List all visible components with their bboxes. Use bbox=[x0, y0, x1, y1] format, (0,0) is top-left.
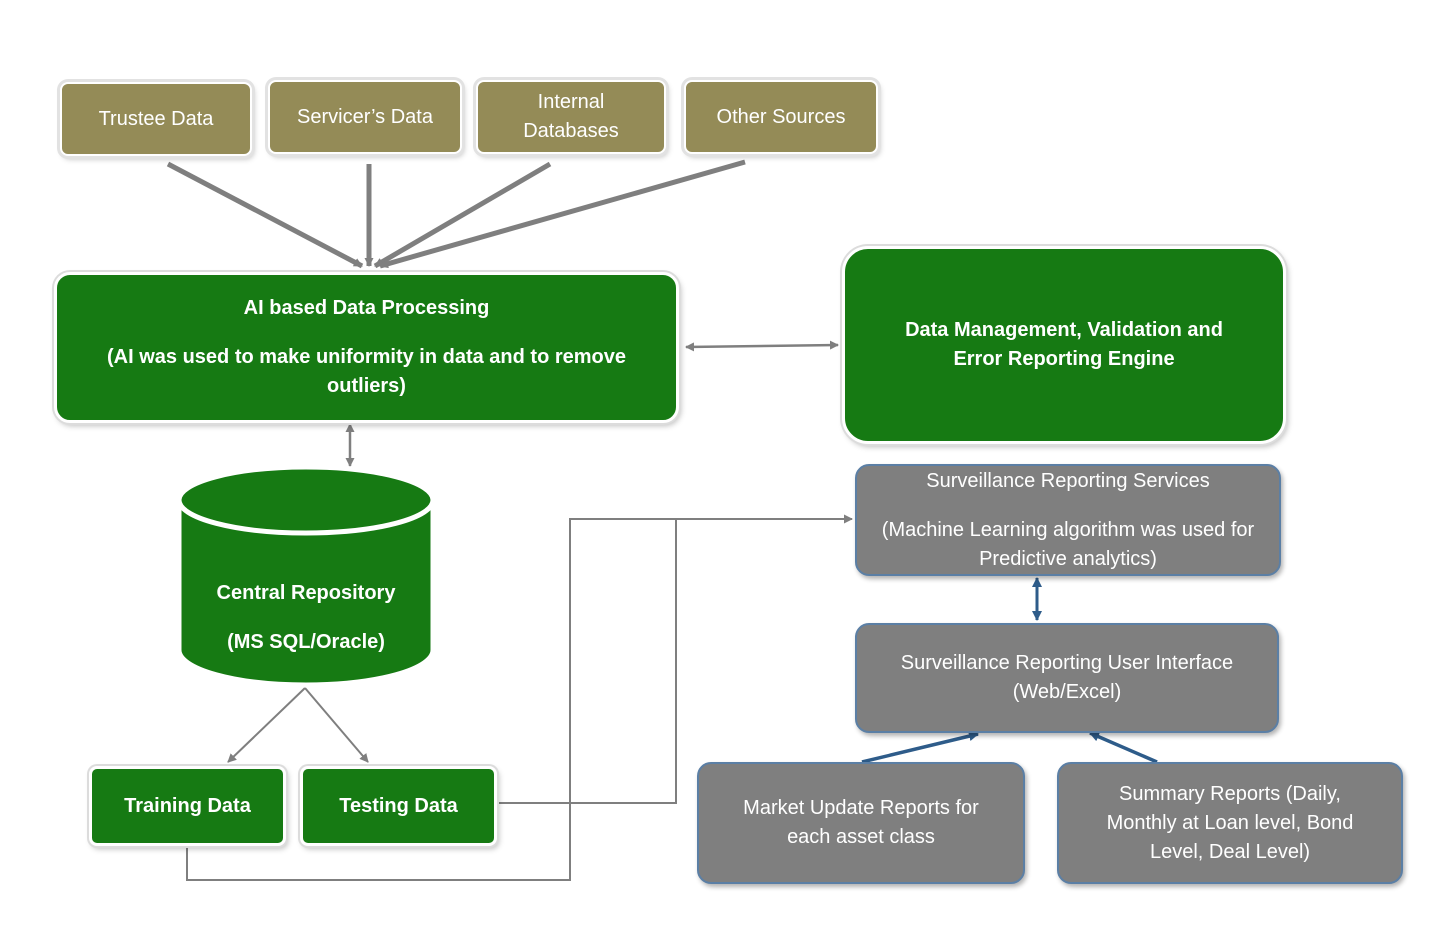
surveillance-services-title: Surveillance Reporting Services bbox=[926, 469, 1210, 492]
connector-testing-to-services bbox=[498, 519, 677, 804]
ai-data-processing-box: AI based Data Processing (AI was used to… bbox=[54, 272, 679, 423]
surveillance-reporting-ui-box: Surveillance Reporting User Interface (W… bbox=[855, 623, 1279, 733]
arrow-repo-to-testing bbox=[304, 687, 369, 763]
repository-title: Central Repository bbox=[216, 582, 396, 604]
arrow-internal-to-ai bbox=[373, 161, 552, 269]
training-data-label: Training Data bbox=[124, 794, 251, 817]
arrow-repo-to-training bbox=[227, 687, 306, 763]
arrow-trustee-to-ai bbox=[166, 161, 364, 269]
summary-reports-box: Summary Reports (Daily, Monthly at Loan … bbox=[1057, 762, 1403, 884]
source-other-label: Other Sources bbox=[716, 105, 846, 128]
source-trustee-label: Trustee Data bbox=[98, 107, 214, 130]
source-internal-databases: Internal Databases bbox=[476, 80, 666, 154]
repository-subtitle: (MS SQL/Oracle) bbox=[227, 631, 385, 653]
arrow-ai-data-management bbox=[685, 340, 839, 352]
source-servicer-data: Servicer’s Data bbox=[268, 80, 462, 154]
data-management-title: Data Management, Validation and Error Re… bbox=[905, 319, 1223, 370]
summary-reports-label: Summary Reports (Daily, Monthly at Loan … bbox=[1106, 782, 1354, 863]
surveillance-reporting-services-box: Surveillance Reporting Services (Machine… bbox=[855, 464, 1281, 576]
market-update-reports-box: Market Update Reports for each asset cla… bbox=[697, 762, 1025, 884]
ai-processing-note: (AI was used to make uniformity in data … bbox=[107, 346, 626, 397]
arrow-market-to-ui bbox=[861, 731, 979, 764]
data-management-engine-box: Data Management, Validation and Error Re… bbox=[842, 246, 1286, 444]
source-servicer-label: Servicer’s Data bbox=[297, 105, 433, 128]
source-internal-label: Internal Databases bbox=[523, 91, 619, 142]
surveillance-ui-title: Surveillance Reporting User Interface (W… bbox=[900, 652, 1234, 703]
arrow-summary-to-ui bbox=[1089, 731, 1158, 764]
testing-data-box: Testing Data bbox=[300, 766, 497, 846]
arrow-other-to-ai bbox=[379, 159, 746, 269]
ai-processing-title: AI based Data Processing bbox=[243, 297, 490, 319]
testing-data-label: Testing Data bbox=[339, 794, 458, 817]
source-other-sources: Other Sources bbox=[684, 80, 878, 154]
connector-training-to-services bbox=[186, 514, 853, 881]
surveillance-services-note: (Machine Learning algorithm was used for… bbox=[881, 518, 1255, 570]
training-data-box: Training Data bbox=[89, 766, 286, 846]
central-repository-cylinder bbox=[176, 464, 436, 688]
market-update-label: Market Update Reports for each asset cla… bbox=[743, 797, 979, 848]
source-trustee-data: Trustee Data bbox=[60, 82, 252, 156]
